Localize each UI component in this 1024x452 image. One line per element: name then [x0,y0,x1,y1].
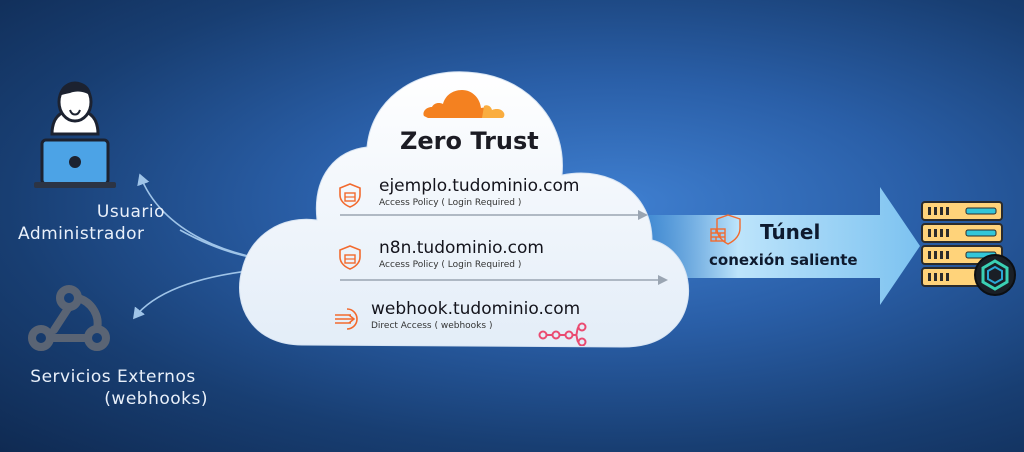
external-label-line2: (webhooks) [104,389,208,409]
route-domain-n8n: n8n.tudominio.com [379,238,544,258]
tunnel-title: Túnel [760,220,821,244]
tunnel-arrow [640,187,920,305]
route-policy-n8n: Access Policy ( Login Required ) [379,260,522,270]
login-arrow-icon [335,308,358,330]
cloud-title: Zero Trust [400,127,539,155]
admin-label-line1: Usuario [96,202,165,222]
route-policy-webhook: Direct Access ( webhooks ) [371,321,493,331]
route-arrow-ejemplo [340,210,648,220]
route-domain-ejemplo: ejemplo.tudominio.com [379,176,580,196]
shield-icon [339,183,361,208]
admin-label: Usuario Administrador [10,201,200,245]
external-label-line1: Servicios Externos [30,367,196,387]
n8n-logo-icon [538,322,587,346]
user-laptop-icon [34,81,116,188]
external-label: Servicios Externos (webhooks) [8,366,218,410]
webhook-icon [28,285,110,351]
route-domain-webhook: webhook.tudominio.com [371,299,581,319]
zero-trust-cloud [239,71,690,348]
route-policy-ejemplo: Access Policy ( Login Required ) [379,198,522,208]
shield-icon [339,245,361,270]
tunnel-subtitle: conexión saliente [709,251,858,269]
hexagon-logo-icon [974,254,1016,296]
route-arrow-n8n [340,275,668,285]
firewall-shield-icon [710,214,741,245]
admin-label-line2: Administrador [18,224,145,244]
cloudflare-logo-icon [423,90,505,118]
